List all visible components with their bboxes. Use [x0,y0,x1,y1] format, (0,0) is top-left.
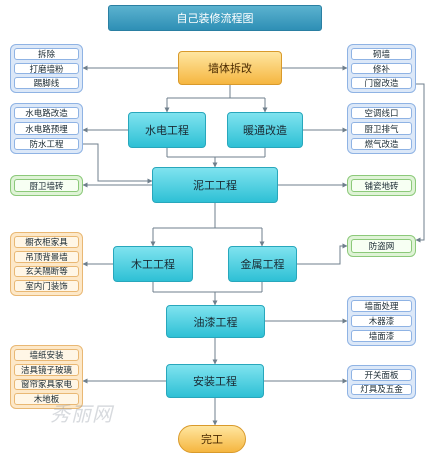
step-metal: 金属工程 [228,246,297,282]
task-item: 洁具镜子玻璃 [14,363,79,376]
task-item: 室内门装饰 [14,280,79,292]
task-item: 木地板 [14,393,79,405]
task-item: 开关面板 [351,369,412,381]
task-item: 空调线口 [351,107,412,120]
step-installation: 安装工程 [166,364,264,398]
task-item: 砌墙 [351,48,412,60]
task-item: 吊顶背景墙 [14,250,79,263]
group-carpentry-left: 橱衣柜家具 吊顶背景墙 玄关隔断等 室内门装饰 [10,232,83,296]
group-installation-left: 墙纸安装 洁具镜子玻璃 窗帘家具家电 木地板 [10,345,83,409]
step-finish: 完工 [178,425,246,453]
step-masonry: 泥工工程 [152,167,278,203]
task-item: 墙面漆 [351,330,412,342]
task-item: 修补 [351,62,412,75]
diagram-title: 自己装修流程图 [108,5,322,31]
task-item: 打磨墙粉 [14,62,79,75]
step-plumbing-electrical: 水电工程 [128,112,206,148]
watermark-text: 秀丽网 [50,402,113,426]
group-demolition-left: 拆除 打磨墙粉 踢脚线 [10,44,83,93]
task-item: 防盗网 [351,239,412,253]
task-item: 拆除 [14,48,79,60]
task-item: 燃气改造 [351,137,412,150]
task-item: 厨卫排气 [351,122,412,135]
task-item: 橱衣柜家具 [14,236,79,248]
task-item: 木器漆 [351,315,412,327]
connector-waterproof [83,143,153,184]
task-item: 踢脚线 [14,77,79,90]
connector-metal-right [297,243,348,265]
step-demolition: 墙体拆改 [178,51,282,85]
task-item: 厨卫墙砖 [14,179,79,192]
task-item: 水电路预埋 [14,122,79,135]
group-masonry-right: 铺瓷地砖 [347,175,416,196]
task-item: 门窗改造 [351,77,412,90]
group-masonry-left: 厨卫墙砖 [10,175,83,196]
group-hvac-right: 空调线口 厨卫排气 燃气改造 [347,103,416,154]
group-plumbing-left: 水电路改造 水电路预埋 防水工程 [10,103,83,154]
task-item: 墙纸安装 [14,349,79,361]
task-item: 防水工程 [14,137,79,150]
connector-door-window [415,83,425,243]
step-hvac: 暖通改造 [227,112,303,148]
task-item: 灯具及五金 [351,383,412,395]
group-demolition-right: 砌墙 修补 门窗改造 [347,44,416,93]
group-installation-right: 开关面板 灯具及五金 [347,365,416,399]
group-painting-right: 墙面处理 木器漆 墙面漆 [347,296,416,346]
group-metal-right: 防盗网 [347,235,416,257]
task-item: 玄关隔断等 [14,265,79,278]
task-item: 窗帘家具家电 [14,378,79,391]
task-item: 铺瓷地砖 [351,179,412,192]
task-item: 墙面处理 [351,300,412,312]
step-painting: 油漆工程 [166,305,265,338]
step-carpentry: 木工工程 [113,246,193,282]
task-item: 水电路改造 [14,107,79,120]
